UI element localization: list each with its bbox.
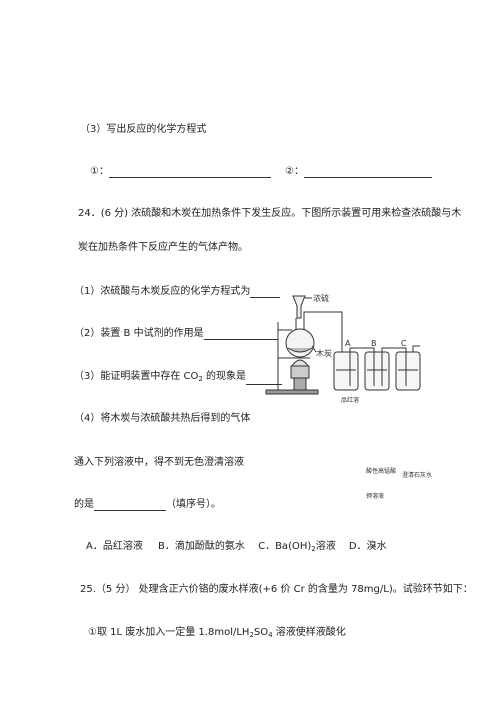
q25-heading: 25.（5 分） 处理含正六价铬的废水样液(+6 价 Cr 的含量为 78mg/… bbox=[80, 584, 473, 595]
q24-part3: （3）能证明装置中存在 CO2 的现象是 bbox=[74, 371, 283, 385]
label-pinhong: 品红溶 bbox=[341, 396, 359, 404]
eq1-blank[interactable] bbox=[108, 167, 271, 178]
q24-options: A．品红溶液 B．滴加酚酞的氨水 C．Ba(OH)2溶液 D．溴水 bbox=[86, 541, 387, 555]
label-kmno4: 酸性高锰酸 bbox=[366, 467, 396, 475]
tube-out bbox=[412, 345, 420, 352]
eq2-blank[interactable] bbox=[303, 167, 432, 178]
tube-a-b bbox=[349, 347, 375, 386]
q24-part1-blank[interactable] bbox=[250, 287, 281, 298]
eq2-marker: ： bbox=[293, 166, 304, 177]
q24-part4-text-a: 的是 bbox=[74, 499, 94, 510]
eq1-marker: ①： bbox=[90, 166, 109, 177]
label-acid: 浓硫 bbox=[313, 293, 329, 303]
q24-part3-text-a: （3）能证明装置中存在 CO bbox=[74, 371, 199, 382]
burner bbox=[290, 365, 310, 379]
funnel bbox=[292, 295, 306, 319]
bottle-c bbox=[395, 351, 421, 391]
stand-base bbox=[265, 389, 319, 395]
q24-heading-line2: 炭在加热条件下反应产生的气体产物。 bbox=[78, 242, 248, 253]
q24-part2: （2）装置 B 中试剂的作用是 bbox=[74, 328, 278, 340]
tube-b-c bbox=[381, 347, 407, 386]
q25-step1: ①取 1L 废水加入一定量 1.8mol/LH2SO4 溶液使样液酸化 bbox=[88, 627, 346, 639]
label-a: A bbox=[345, 339, 351, 348]
label-kmno4-2: 钾溶液 bbox=[366, 492, 384, 500]
q24-part4-blank[interactable] bbox=[94, 500, 166, 511]
option-b: B．滴加酚酞的氨水 bbox=[158, 541, 245, 552]
flame bbox=[291, 359, 309, 367]
q24-part4-line3: 的是 （填序号）。 bbox=[74, 499, 221, 511]
q24-part1: （1）浓硫酸与木炭反应的化学方程式为 bbox=[74, 286, 281, 298]
flask bbox=[285, 328, 315, 358]
carbon-pointer bbox=[311, 345, 317, 353]
eq2-circle: ② bbox=[284, 166, 294, 177]
q24-part2-blank[interactable] bbox=[203, 329, 278, 340]
delivery-tube bbox=[303, 311, 343, 356]
q24-part2-text: （2）装置 B 中试剂的作用是 bbox=[74, 328, 204, 339]
label-c: C bbox=[401, 339, 407, 348]
q24-heading: 24．(6 分) 浓硫酸和木炭在加热条件下发生反应。下图所示装置可用来检查浓硫酸… bbox=[78, 208, 462, 219]
option-a: A．品红溶液 bbox=[86, 541, 143, 552]
label-limewater: 澄清石灰水 bbox=[402, 471, 432, 479]
label-carbon: 木炭 bbox=[316, 348, 332, 358]
q24-part4-text-b: （填序号）。 bbox=[166, 499, 221, 510]
q24-part4-line2: 通入下列溶液中，得不到无色澄清溶液 bbox=[74, 457, 244, 468]
q24-part3-blank[interactable] bbox=[246, 374, 283, 385]
bottle-b bbox=[364, 351, 390, 391]
q24-part4: （4）将木炭与浓硫酸共热后得到的气体 bbox=[74, 413, 251, 424]
option-d: D．溴水 bbox=[348, 541, 387, 552]
option-c: C．Ba(OH)2溶液 bbox=[258, 541, 336, 553]
label-b: B bbox=[371, 339, 377, 348]
q24-part3-text-b: 的现象是 bbox=[202, 371, 247, 382]
co2-subscript: 2 bbox=[198, 375, 203, 383]
bottle-a bbox=[333, 351, 359, 391]
q24-part1-text: （1）浓硫酸与木炭反应的化学方程式为 bbox=[74, 286, 251, 297]
q23-part3: （3）写出反应的化学方程式 bbox=[80, 124, 207, 135]
q23-equation-line: ①： ②： bbox=[90, 166, 432, 178]
